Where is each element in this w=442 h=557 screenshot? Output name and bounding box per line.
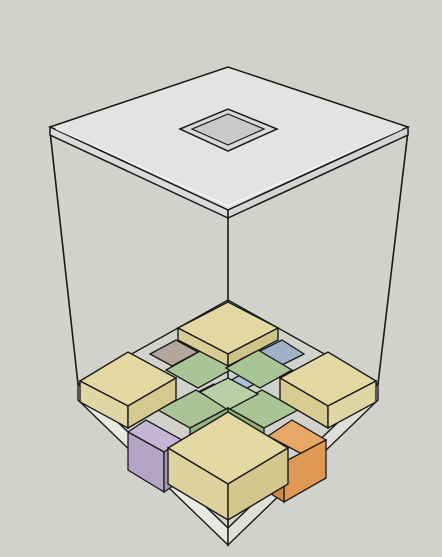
model-canvas xyxy=(0,0,442,557)
model-viewport[interactable] xyxy=(0,0,442,557)
